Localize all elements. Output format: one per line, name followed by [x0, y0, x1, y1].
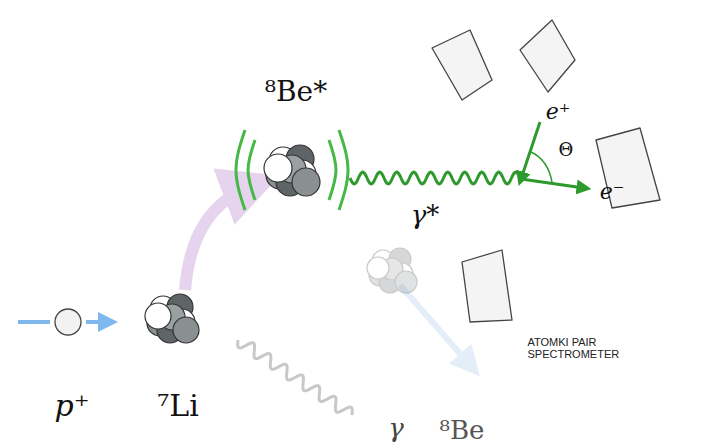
- nucleus-label: ⁷Li: [157, 389, 199, 422]
- recoil-arrow: [400, 285, 470, 365]
- nucleus-label: ⁸Be: [440, 416, 485, 445]
- beam-line: [18, 320, 50, 324]
- particle-label: e⁺: [546, 100, 571, 124]
- detector: [596, 128, 660, 208]
- photon-label: γ*: [411, 201, 440, 230]
- detector: [462, 250, 512, 322]
- nucleus: [367, 248, 417, 293]
- detector: [520, 20, 575, 92]
- excitation-arc: [248, 140, 255, 200]
- positron-track: [521, 122, 540, 179]
- instrument-label: ATOMKI PAIR SPECTROMETER: [528, 336, 633, 360]
- electron-track: [521, 179, 584, 188]
- virtual-photon: [350, 172, 520, 184]
- proton: [55, 309, 81, 335]
- excitation-arc: [339, 130, 348, 210]
- photon-label: γ: [388, 414, 404, 443]
- nucleus-label: ⁸Be*: [265, 77, 327, 108]
- gamma-wave: [238, 340, 353, 415]
- beam-arrow: [86, 320, 108, 324]
- detector: [432, 30, 492, 100]
- excitation-arc: [329, 140, 336, 200]
- angle-label: Θ: [559, 140, 574, 160]
- excitation-arc: [236, 130, 245, 210]
- angle-arc: [531, 152, 552, 182]
- particle-label: p⁺: [54, 389, 89, 422]
- particle-label: e⁻: [600, 180, 625, 204]
- nucleus: [145, 294, 199, 343]
- nucleus: [264, 145, 320, 196]
